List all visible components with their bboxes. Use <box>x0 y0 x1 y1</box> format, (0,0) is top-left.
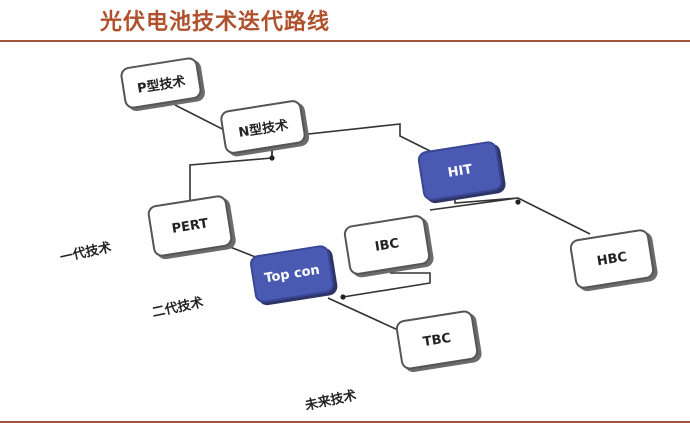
bottom-divider <box>0 421 690 423</box>
junction-dot-topcon <box>340 294 346 300</box>
link-hit-to-ibc <box>429 192 519 211</box>
node-tbc-label: TBC <box>421 330 453 350</box>
page-title: 光伏电池技术迭代路线 <box>100 9 331 35</box>
link-junction-to-hbc <box>517 197 591 235</box>
title-divider <box>0 40 690 42</box>
node-ibc-label: IBC <box>373 235 401 255</box>
node-p-type-label: P型技术 <box>136 73 187 97</box>
link-junction-to-pert <box>189 157 273 203</box>
node-hbc-label: HBC <box>595 249 629 269</box>
link-topcon-to-tbc <box>327 297 399 331</box>
node-pert-label: PERT <box>170 215 210 237</box>
junction-dot-n <box>269 155 275 161</box>
node-n-type-label: N型技术 <box>237 117 290 141</box>
junction-dot-hit <box>515 199 521 205</box>
node-hit-label: HIT <box>446 161 474 181</box>
link-ibc-to-junction <box>342 272 431 298</box>
node-topcon-label: Top con <box>263 262 321 286</box>
